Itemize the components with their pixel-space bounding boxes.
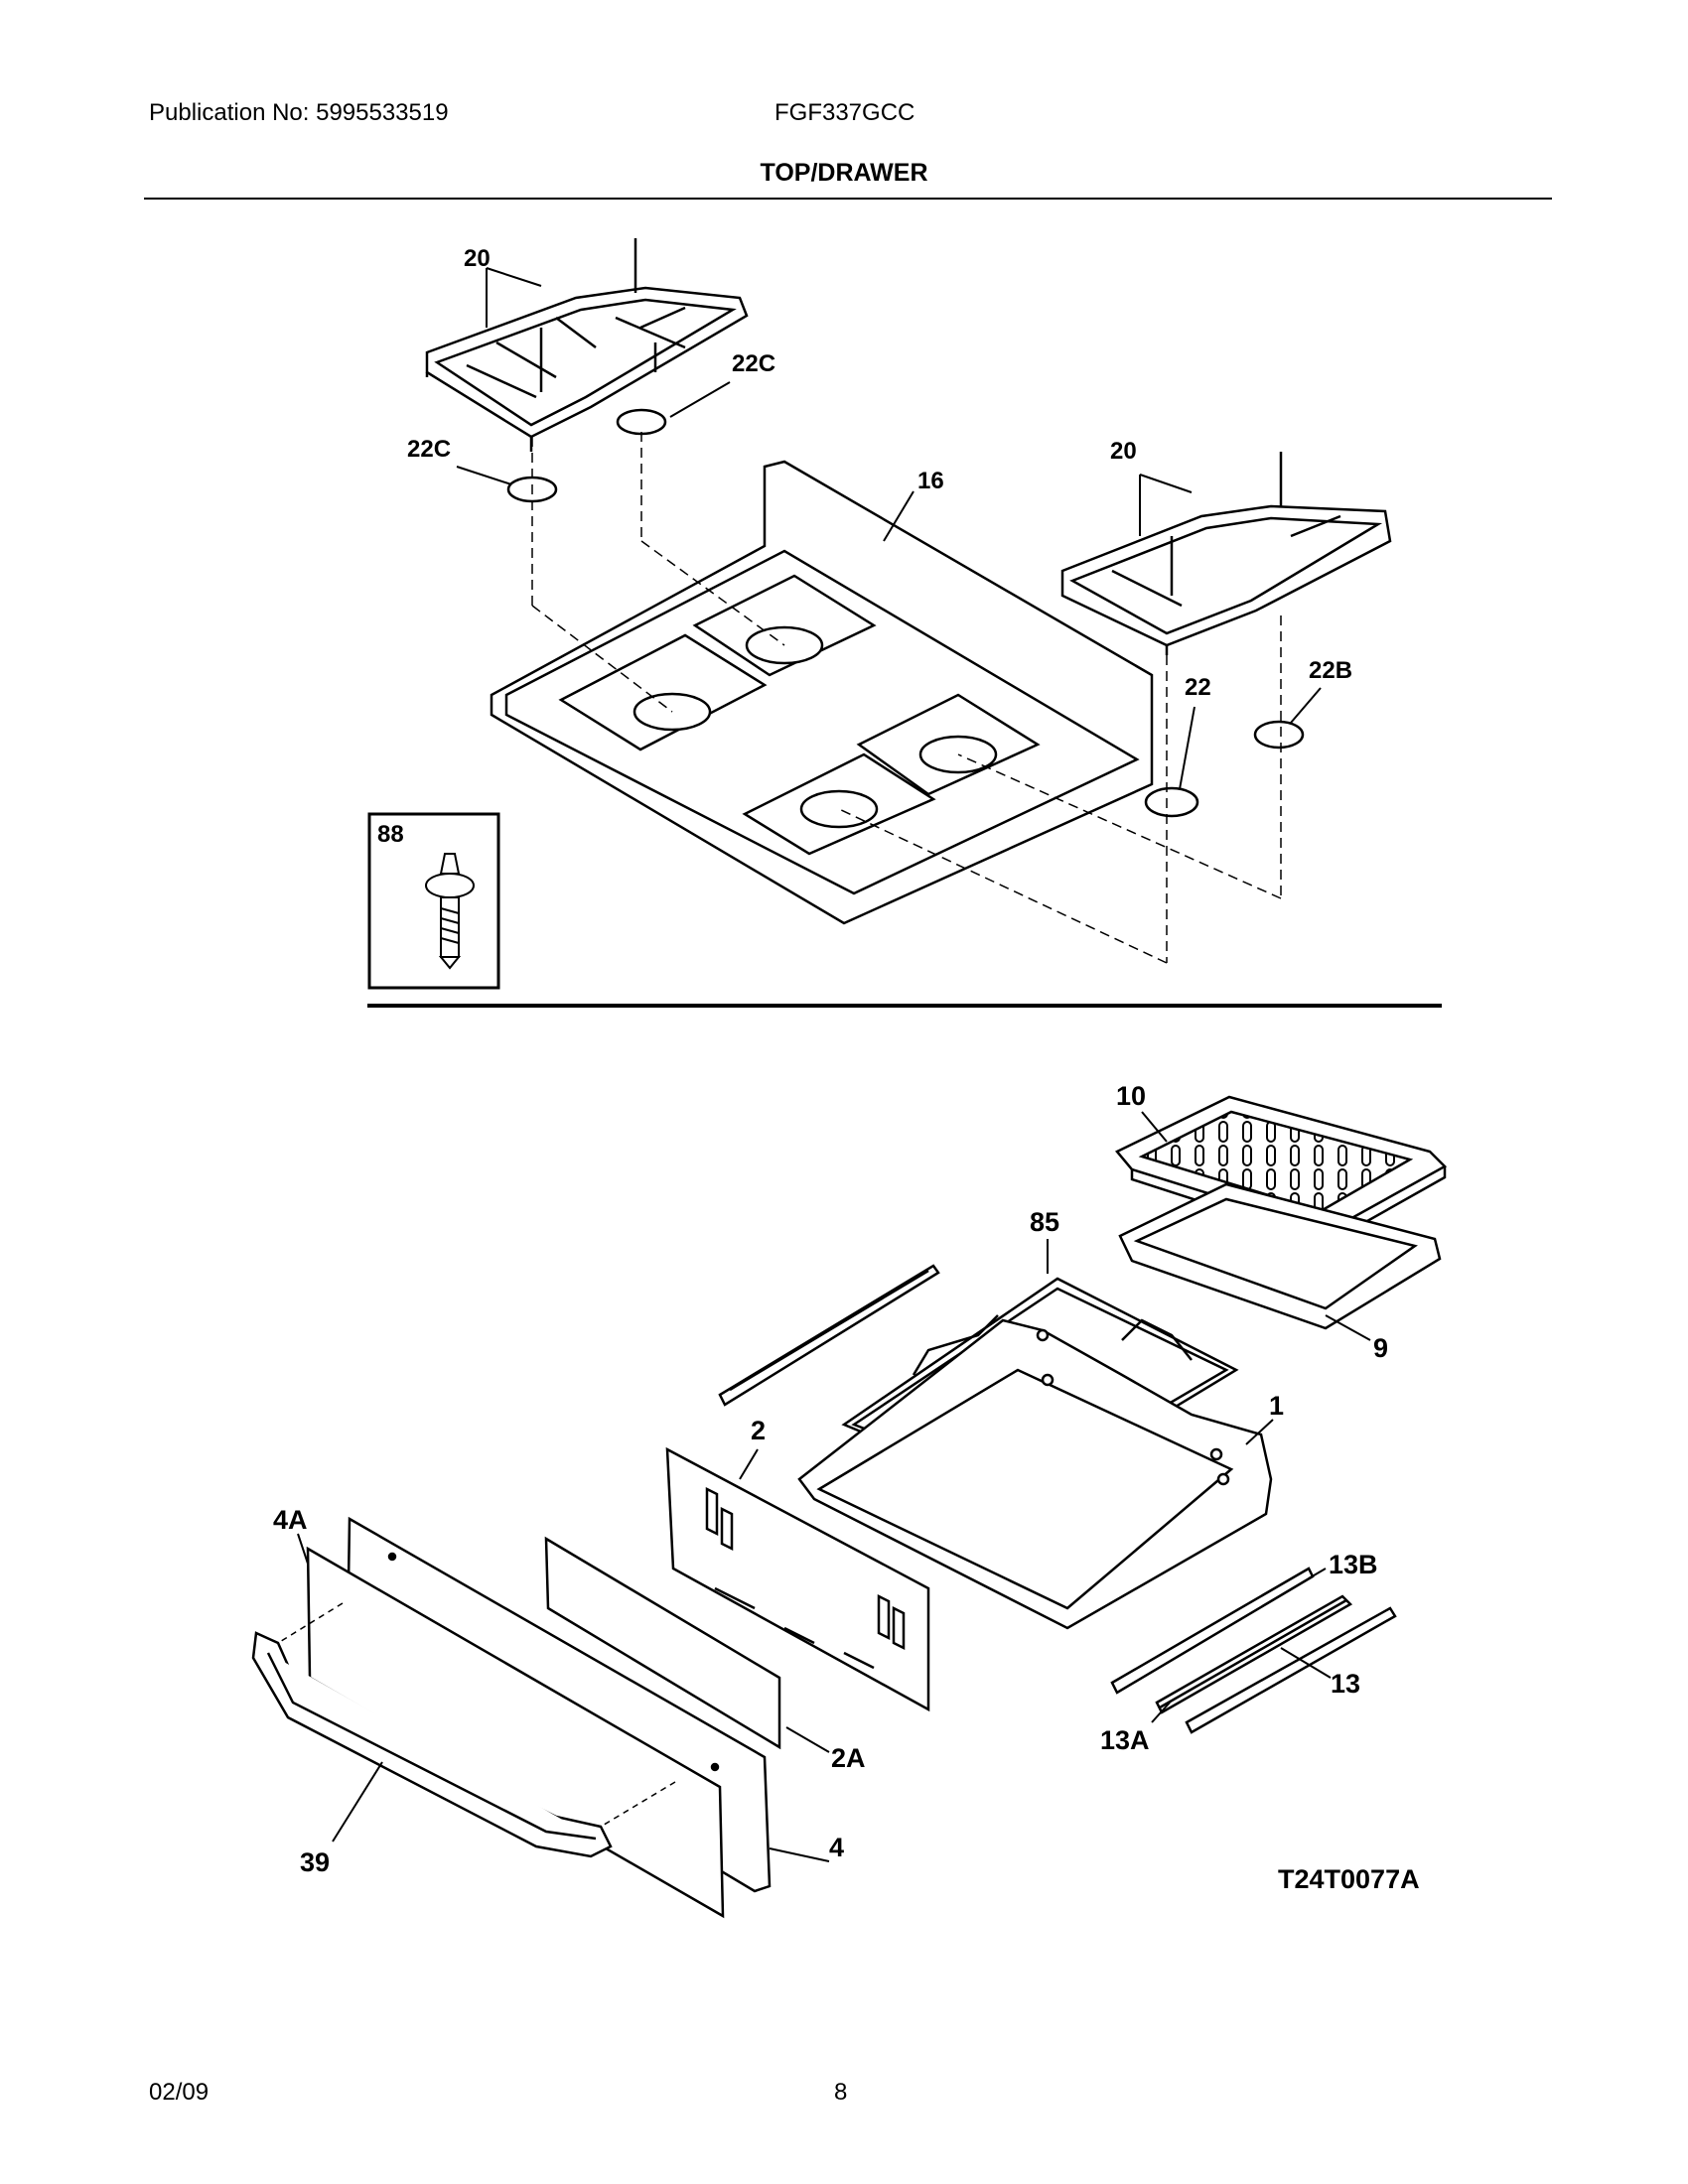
callout-10: 10	[1116, 1081, 1146, 1111]
alignment-lines	[531, 432, 1282, 964]
leader-lines-drawer	[297, 1111, 1371, 1862]
slide-13	[1185, 1606, 1397, 1734]
diagram-code: T24T0077A	[1278, 1864, 1420, 1894]
publication-number: Publication No: 5995533519	[149, 99, 449, 126]
drawer-side-rail	[718, 1264, 940, 1407]
callout-20-right: 20	[1110, 438, 1137, 465]
callout-4: 4	[829, 1833, 844, 1862]
callout-22c-left: 22C	[407, 436, 451, 463]
drawer-back-panel	[665, 1446, 930, 1712]
inset-box-88	[367, 812, 500, 990]
callout-85: 85	[1030, 1207, 1059, 1237]
footer-date: 02/09	[149, 2079, 210, 2106]
callout-2: 2	[751, 1416, 766, 1445]
model-number: FGF337GCC	[774, 99, 915, 126]
handle-alignment-lines	[277, 1602, 676, 1828]
callout-2a: 2A	[831, 1743, 866, 1773]
drawer-slides	[1110, 1567, 1397, 1734]
callout-88: 88	[377, 821, 404, 848]
callout-22b: 22B	[1309, 657, 1352, 684]
drawer-front-panel	[306, 1516, 772, 1919]
page-number: 8	[834, 2079, 848, 2106]
callout-13a: 13A	[1100, 1725, 1150, 1755]
callout-13b: 13B	[1329, 1550, 1378, 1579]
callout-22c-top: 22C	[732, 350, 775, 377]
burner-cap-22b	[1253, 720, 1305, 750]
drawer-front-liner	[544, 1536, 781, 1750]
broiler-pan	[1118, 1182, 1442, 1330]
burner-grate-right-pair	[1060, 452, 1392, 655]
burner-grate-left-pair	[425, 238, 749, 452]
cooktop-main-top	[490, 460, 1154, 925]
section-title: TOP/DRAWER	[760, 159, 928, 187]
callout-39: 39	[300, 1847, 330, 1877]
drawer-handle	[251, 1631, 613, 1858]
broiler-pan-insert	[1115, 1095, 1448, 1245]
header-rule	[144, 198, 1552, 200]
callout-22: 22	[1185, 674, 1211, 701]
burner-cap-22c-top	[616, 408, 667, 436]
burner-cap-22	[1144, 786, 1199, 818]
callout-16: 16	[917, 468, 944, 494]
callout-4a: 4A	[273, 1505, 308, 1535]
callout-9: 9	[1373, 1333, 1388, 1363]
screw-88-icon	[425, 853, 475, 970]
drawer-body	[797, 1318, 1273, 1630]
leader-lines-top	[456, 267, 1322, 790]
callout-13: 13	[1331, 1669, 1360, 1699]
callout-20-left: 20	[464, 245, 491, 272]
callout-1: 1	[1269, 1391, 1284, 1421]
